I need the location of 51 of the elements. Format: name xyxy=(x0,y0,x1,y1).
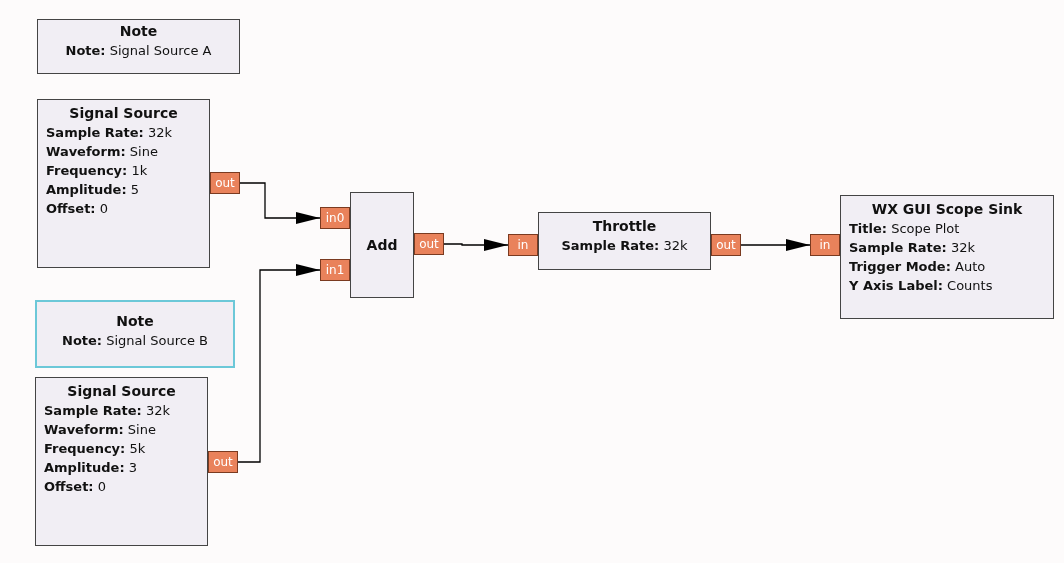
block-title: Add xyxy=(366,235,398,255)
port-box xyxy=(414,233,444,255)
parameter-text: Sample Rate: 32k xyxy=(44,402,171,420)
port-box xyxy=(508,234,538,256)
processing-block xyxy=(37,99,210,268)
connection-arrow xyxy=(237,264,321,463)
parameter-text: Amplitude: 5 xyxy=(46,181,141,199)
processing-block xyxy=(350,192,414,298)
parameter-text: Title: Scope Plot xyxy=(849,220,961,238)
processing-block xyxy=(538,212,711,270)
parameter-text: Note: Signal Source A xyxy=(64,42,213,60)
parameter-text: Y Axis Label: Counts xyxy=(849,277,994,295)
parameter-text: Sample Rate: 32k xyxy=(46,124,173,142)
parameter-text: Offset: 0 xyxy=(44,478,107,496)
port-box xyxy=(711,234,741,256)
port-label: in0 xyxy=(325,211,345,225)
port-label: out xyxy=(716,238,736,252)
port-label: in xyxy=(819,238,831,252)
connection-arrow xyxy=(443,239,509,251)
block-title: Signal Source xyxy=(66,382,177,401)
parameter-text: Frequency: 1k xyxy=(46,162,149,180)
port-label: in1 xyxy=(325,263,345,277)
parameter-text: Frequency: 5k xyxy=(44,440,147,458)
parameter-text: Sample Rate: 32k xyxy=(560,237,689,255)
connection-arrow xyxy=(740,239,811,251)
parameter-text: Trigger Mode: Auto xyxy=(849,258,987,276)
port-label: out xyxy=(213,455,233,469)
port-label: out xyxy=(419,237,439,251)
block-title: Note xyxy=(118,22,159,41)
block-title: Signal Source xyxy=(68,104,179,123)
parameter-text: Waveform: Sine xyxy=(46,143,159,161)
port-box xyxy=(210,172,240,194)
parameter-text: Amplitude: 3 xyxy=(44,459,139,477)
port-label: out xyxy=(215,176,235,190)
block-title: Throttle xyxy=(591,217,658,236)
note-block xyxy=(35,300,235,368)
port-box xyxy=(320,259,350,281)
note-block xyxy=(37,19,240,74)
block-title: Note xyxy=(115,312,155,331)
parameter-text: Sample Rate: 32k xyxy=(849,239,976,257)
port-label: in xyxy=(517,238,529,252)
processing-block xyxy=(840,195,1054,319)
processing-block xyxy=(35,377,208,546)
connection-arrow xyxy=(239,182,321,224)
parameter-text: Waveform: Sine xyxy=(44,421,157,439)
parameter-text: Note: Signal Source B xyxy=(61,332,209,350)
port-box xyxy=(810,234,840,256)
block-title: WX GUI Scope Sink xyxy=(870,200,1024,219)
port-box xyxy=(208,451,238,473)
parameter-text: Offset: 0 xyxy=(46,200,109,218)
port-box xyxy=(320,207,350,229)
